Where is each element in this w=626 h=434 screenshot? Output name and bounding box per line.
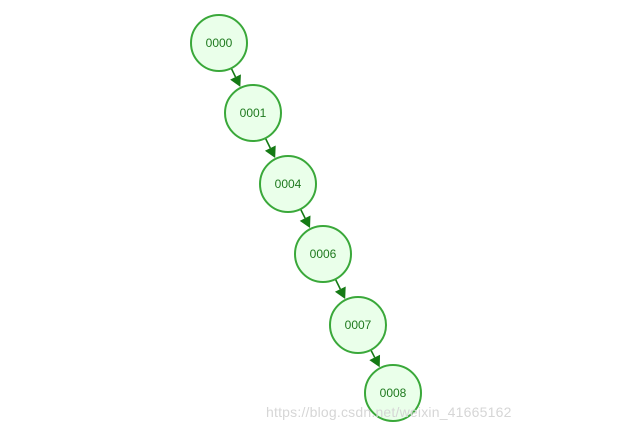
node-label: 0007	[345, 318, 372, 332]
node-circle	[190, 14, 248, 72]
arrowhead-icon	[299, 215, 311, 229]
node-label: 0008	[380, 386, 407, 400]
watermark-text: https://blog.csdn.net/weixin_41665162	[266, 404, 512, 420]
edge-line	[230, 67, 237, 78]
edge-line	[370, 349, 376, 358]
node-label: 0000	[206, 36, 233, 50]
edge-line	[264, 137, 272, 149]
node-circle	[364, 364, 422, 422]
edge-n1-n2	[264, 137, 276, 158]
node-circle	[329, 296, 387, 354]
edges-layer	[230, 67, 381, 368]
arrowhead-icon	[369, 354, 381, 368]
tree-node: 0001	[224, 84, 282, 142]
arrowhead-icon	[230, 74, 241, 87]
tree-node: 0004	[259, 155, 317, 213]
edge-line	[299, 208, 306, 219]
node-label: 0004	[275, 177, 302, 191]
arrowhead-icon	[264, 145, 276, 158]
node-circle	[294, 225, 352, 283]
nodes-layer: 0000 0001 0004 0006 0007 0008	[190, 14, 422, 422]
edge-n2-n3	[299, 208, 311, 229]
tree-node: 0006	[294, 225, 352, 283]
node-label: 0001	[240, 106, 267, 120]
edge-n0-n1	[230, 67, 241, 87]
tree-node: 0000	[190, 14, 248, 72]
node-circle	[224, 84, 282, 142]
edge-n4-n5	[369, 349, 381, 368]
edge-n3-n4	[334, 278, 346, 299]
tree-node: 0007	[329, 296, 387, 354]
tree-node: 0008	[364, 364, 422, 422]
node-circle	[259, 155, 317, 213]
arrowhead-icon	[334, 286, 346, 299]
edge-line	[334, 278, 342, 290]
node-label: 0006	[310, 247, 337, 261]
